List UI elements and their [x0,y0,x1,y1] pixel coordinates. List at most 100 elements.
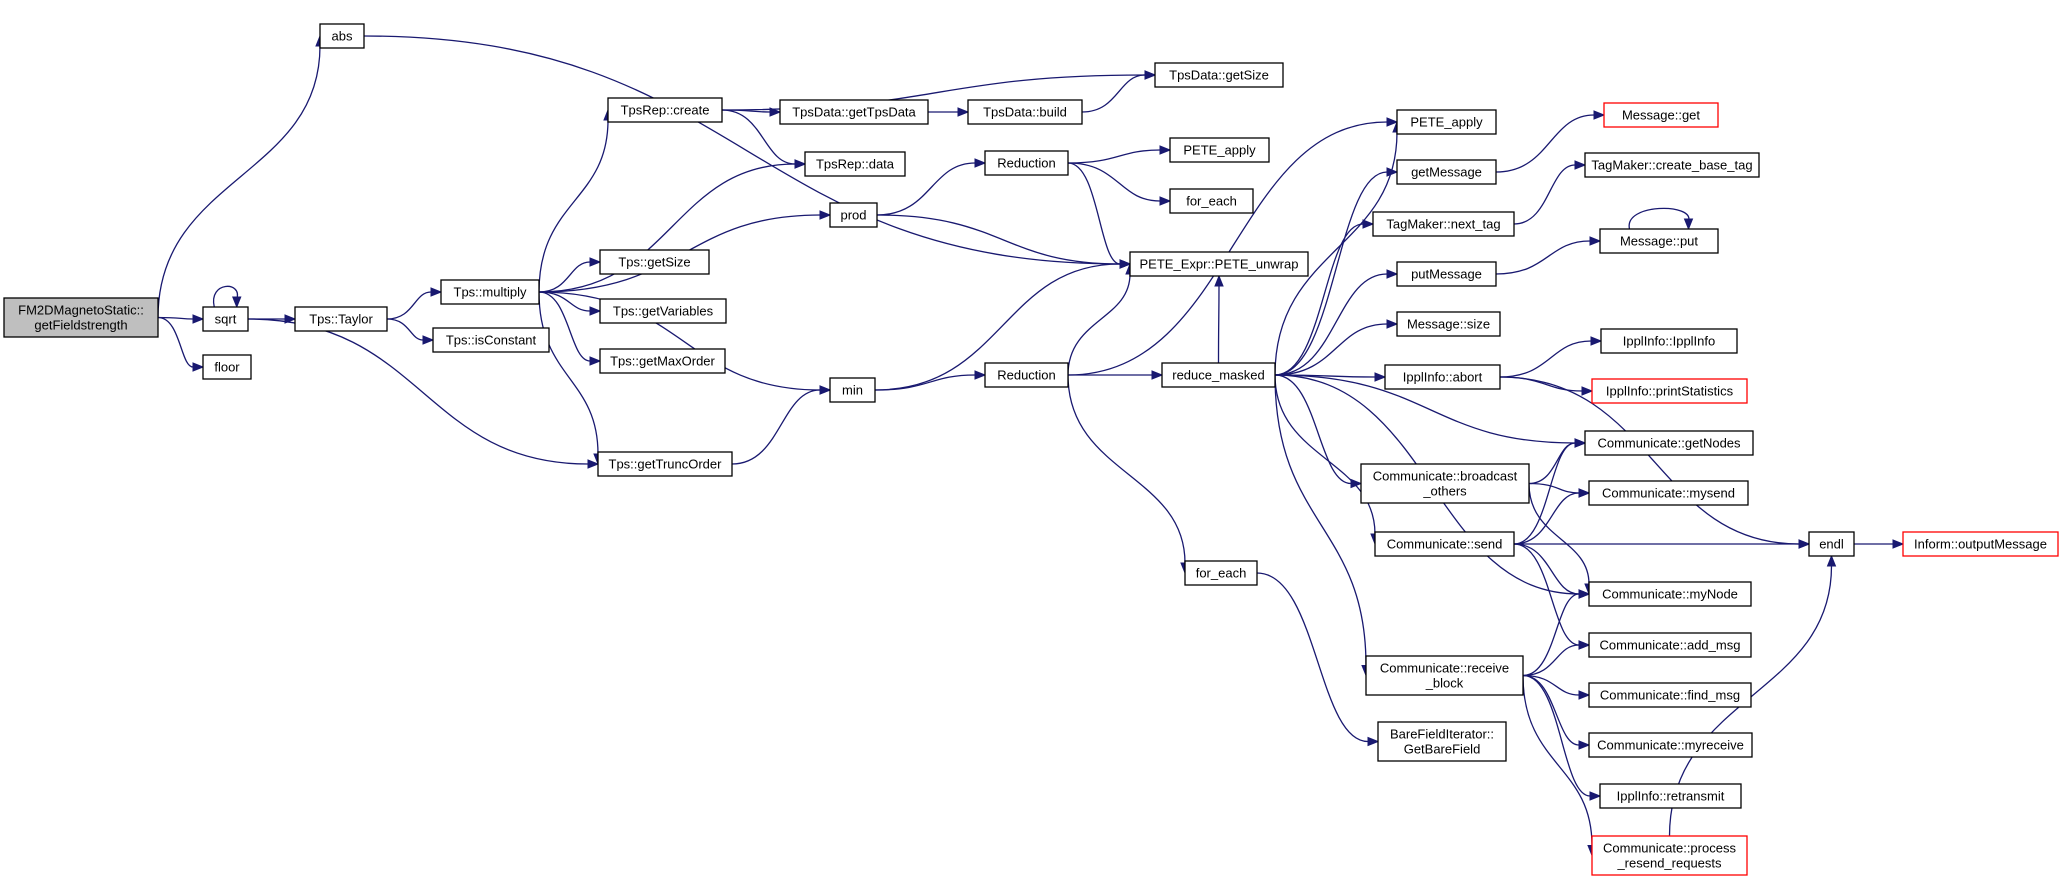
node-retrans[interactable]: IpplInfo::retransmit [1599,783,1742,809]
call-edge-taylor-mult [386,287,443,320]
call-edge-rm-bcast [1274,374,1363,489]
node-bfi[interactable]: BareFieldIterator::GetBareField [1377,721,1507,762]
node-getmsg[interactable]: getMessage [1396,159,1497,185]
call-edge-sqrt-sqrt [212,285,242,309]
node-label: getFieldstrength [34,318,127,333]
node-label: _block [1425,676,1464,691]
node-repdata[interactable]: TpsRep::data [804,151,906,177]
call-edge-rm-unwrap [1214,274,1224,364]
node-label: reduce_masked [1172,368,1265,383]
node-label: TpsData::build [983,105,1067,120]
node-label: PETE_apply [1183,143,1256,158]
node-label: abs [332,29,353,44]
node-trunc[interactable]: Tps::getTruncOrder [597,451,733,477]
call-edge-tpsdata-build [928,107,970,117]
node-nexttag[interactable]: TagMaker::next_tag [1372,211,1515,237]
node-cbt[interactable]: TagMaker::create_base_tag [1584,152,1760,178]
node-label: _resend_requests [1616,856,1722,871]
call-edge-csend-mynode [1513,543,1591,599]
node-label: Tps::Taylor [309,312,373,327]
node-label: Reduction [997,156,1056,171]
node-create[interactable]: TpsRep::create [607,97,723,123]
node-mult[interactable]: Tps::multiply [440,279,540,305]
call-edge-abort-pstats [1499,376,1594,396]
node-putmsg[interactable]: putMessage [1396,261,1497,287]
node-abort[interactable]: IpplInfo::abort [1384,364,1501,390]
node-taylor[interactable]: Tps::Taylor [294,306,388,332]
node-pa1[interactable]: PETE_apply [1169,137,1270,163]
node-label: IpplInfo::printStatistics [1606,384,1734,399]
node-addmsg[interactable]: Communicate::add_msg [1588,632,1752,658]
node-abs[interactable]: abs [319,23,365,49]
node-endl[interactable]: endl [1808,531,1855,557]
call-edge-mult-getsize [538,257,602,293]
node-prod[interactable]: prod [829,202,878,228]
node-label: for_each [1186,194,1237,209]
node-label: Message::get [1622,108,1700,123]
node-min[interactable]: min [829,377,876,403]
node-sqrt[interactable]: sqrt [202,306,249,332]
call-edge-endl-outmsg [1854,539,1905,549]
call-edge-csend-addmsg [1513,543,1591,650]
node-rm[interactable]: reduce_masked [1161,362,1276,388]
node-label: TpsRep::create [621,103,710,118]
node-mysend[interactable]: Communicate::mysend [1588,480,1749,506]
node-iiinfo[interactable]: IpplInfo::IpplInfo [1600,328,1738,354]
call-edge-red2-pa2 [1067,117,1399,376]
call-edge-rm-putmsg [1274,269,1399,376]
node-build[interactable]: TpsData::build [967,99,1083,125]
node-label: Communicate::receive [1380,661,1509,676]
node-getvars[interactable]: Tps::getVariables [599,298,727,324]
node-label: Communicate::find_msg [1600,688,1740,703]
call-edge-abort-iiinfo [1499,336,1603,378]
node-red1[interactable]: Reduction [984,150,1069,176]
node-tdsize[interactable]: TpsData::getSize [1154,62,1284,88]
call-edge-red2-fe2 [1067,374,1190,575]
node-mget[interactable]: Message::get [1603,102,1719,128]
node-label: floor [214,360,240,375]
call-edge-rm-crecv [1274,374,1371,677]
node-csend[interactable]: Communicate::send [1374,531,1515,557]
node-getsize[interactable]: Tps::getSize [599,249,710,275]
node-pa2[interactable]: PETE_apply [1396,109,1497,135]
node-label: _others [1422,484,1467,499]
node-myrecv[interactable]: Communicate::myreceive [1588,732,1753,758]
call-edge-red1-fe1 [1067,162,1172,206]
node-mput[interactable]: Message::put [1599,228,1719,254]
node-unwrap[interactable]: PETE_Expr::PETE_unwrap [1129,251,1309,277]
node-label: IpplInfo::retransmit [1617,789,1725,804]
node-crecv[interactable]: Communicate::receive_block [1365,655,1524,696]
node-label: Message::put [1620,234,1698,249]
node-tpsdata[interactable]: TpsData::getTpsData [779,99,929,125]
node-isconst[interactable]: Tps::isConstant [432,327,550,353]
call-edge-rm-nexttag [1274,219,1375,376]
call-edge-prod-red1 [876,158,987,216]
node-fe1[interactable]: for_each [1169,188,1254,214]
node-maxord[interactable]: Tps::getMaxOrder [599,348,726,374]
node-root[interactable]: FM2DMagnetoStatic::getFieldstrength [3,297,159,338]
node-outmsg[interactable]: Inform::outputMessage [1902,531,2059,557]
call-edge-nexttag-cbt [1513,160,1587,225]
node-label: getMessage [1411,165,1482,180]
node-pstats[interactable]: IpplInfo::printStatistics [1591,378,1748,404]
node-red2[interactable]: Reduction [984,362,1069,388]
call-edge-taylor-isconst [386,318,435,345]
node-label: Tps::getTruncOrder [609,457,723,472]
node-resend[interactable]: Communicate::process_resend_requests [1591,835,1748,876]
node-msize[interactable]: Message::size [1396,311,1501,337]
call-edge-putmsg-mput [1495,236,1602,275]
node-gnodes[interactable]: Communicate::getNodes [1584,430,1754,456]
node-floor[interactable]: floor [202,354,252,380]
node-label: endl [1819,537,1844,552]
node-mynode[interactable]: Communicate::myNode [1588,581,1752,607]
call-edge-create-repdata [721,109,807,169]
node-label: Tps::getVariables [613,304,714,319]
call-edge-red2-unwrap [1067,262,1135,376]
node-bcast[interactable]: Communicate::broadcast_others [1360,463,1530,504]
node-label: min [842,383,863,398]
node-label: Reduction [997,368,1056,383]
node-label: Tps::getMaxOrder [610,354,715,369]
node-findmsg[interactable]: Communicate::find_msg [1588,682,1752,708]
node-fe2[interactable]: for_each [1184,560,1258,586]
call-edge-red1-pa1 [1067,145,1172,164]
